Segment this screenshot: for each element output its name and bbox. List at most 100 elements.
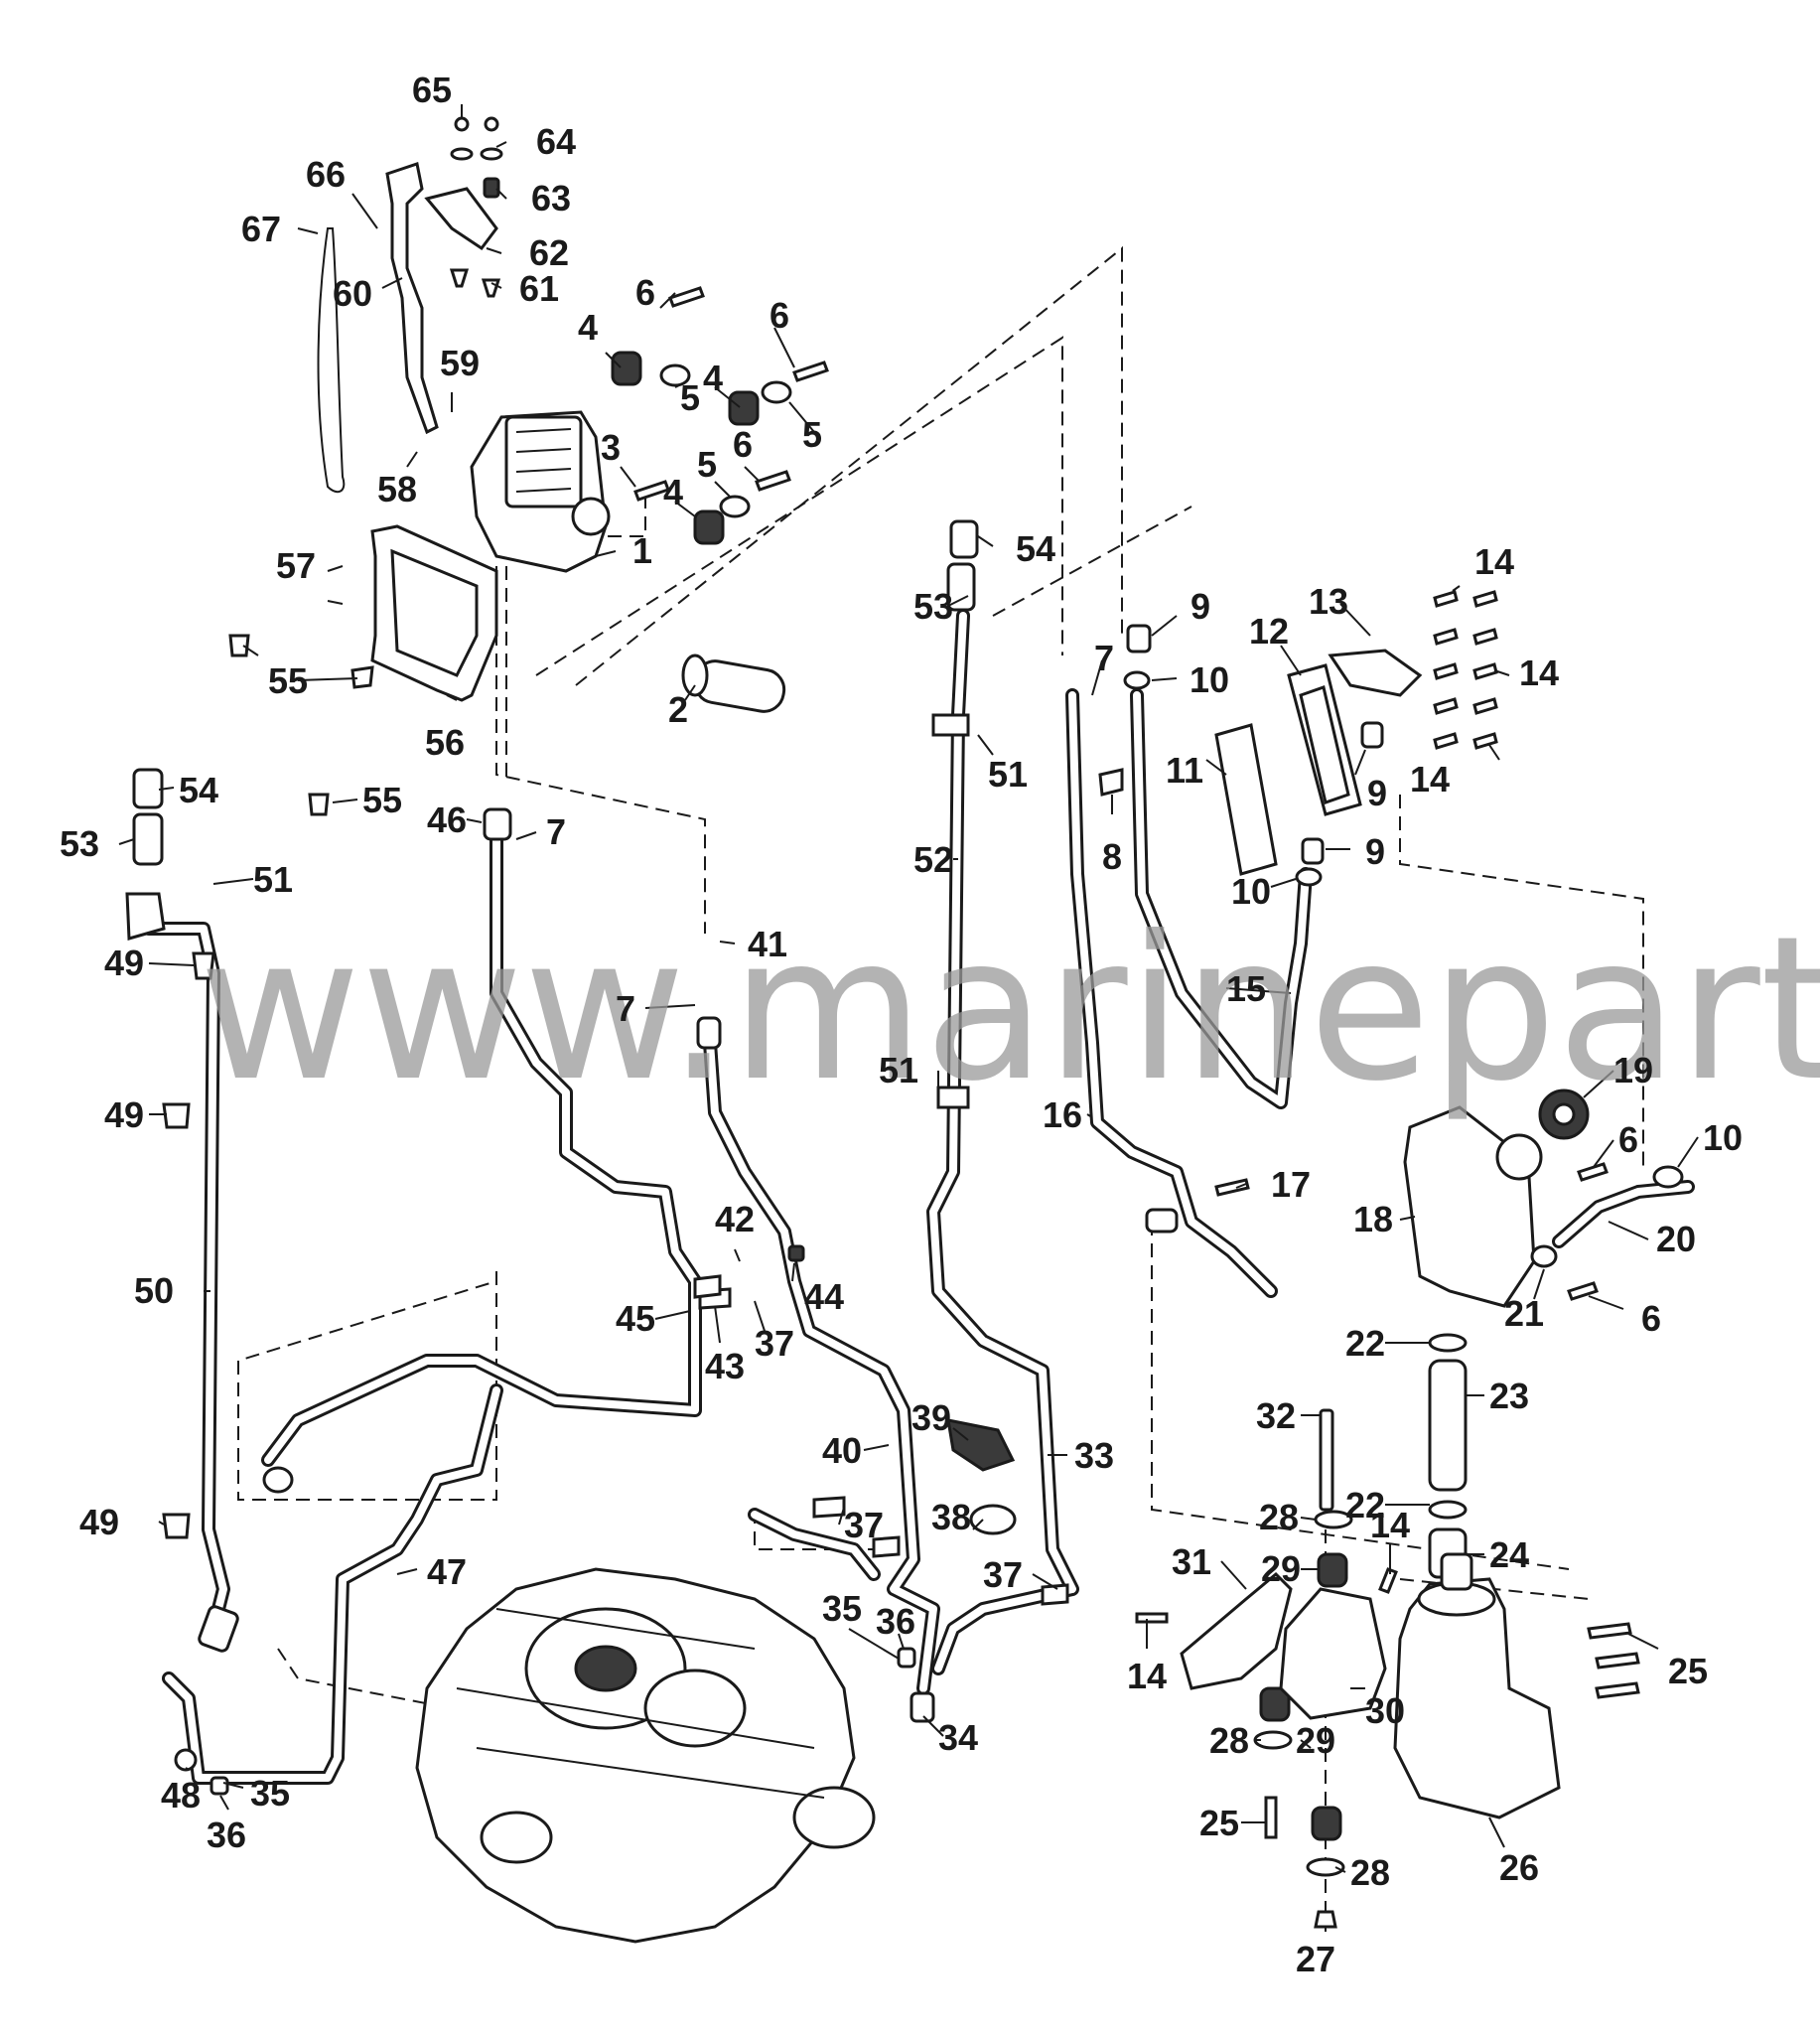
callouts: 65 64 63 62 61 66 67 60 59 58 6 6 4 5 4 … [60, 70, 1743, 1979]
callout: 4 [663, 472, 683, 512]
callout: 51 [988, 754, 1028, 795]
callout: 6 [1641, 1298, 1661, 1339]
callout: 14 [1519, 653, 1559, 693]
callout: 61 [519, 268, 559, 309]
callout: 64 [536, 121, 576, 162]
callout: 28 [1350, 1852, 1390, 1893]
callout: 53 [60, 823, 99, 864]
callout: 39 [911, 1397, 951, 1438]
callout: 23 [1489, 1376, 1529, 1416]
fluid-reservoir [1403, 1105, 1543, 1308]
callout: 17 [1271, 1164, 1311, 1205]
callout: 9 [1190, 586, 1210, 627]
callout: 53 [913, 586, 953, 627]
engine-housing [415, 1567, 876, 1944]
leader-lines [118, 104, 1699, 1932]
callout: 56 [425, 722, 465, 763]
callout: 34 [938, 1717, 978, 1758]
callout: 6 [635, 272, 655, 313]
callout: 24 [1489, 1534, 1529, 1575]
callout: 35 [822, 1588, 862, 1629]
throttle-lever [385, 162, 439, 435]
callout: 58 [377, 469, 417, 509]
callout: 50 [134, 1270, 174, 1311]
callout: 41 [748, 924, 787, 964]
callout: 8 [1102, 836, 1122, 877]
pump-motor [1393, 1552, 1561, 1819]
callout: 54 [1016, 528, 1055, 569]
callout: 51 [879, 1050, 918, 1090]
callout: 28 [1259, 1497, 1299, 1537]
callout: 29 [1261, 1548, 1301, 1589]
callout: 11 [1166, 750, 1203, 791]
callout: 42 [715, 1199, 755, 1239]
callout: 7 [616, 988, 635, 1029]
parts [125, 116, 1684, 1944]
callout: 15 [1226, 968, 1266, 1009]
callout: 65 [412, 70, 452, 110]
mounting-frame [370, 524, 498, 702]
callout: 18 [1353, 1199, 1393, 1239]
callout: 36 [207, 1815, 246, 1855]
callout: 36 [876, 1601, 915, 1642]
callout: 55 [362, 780, 402, 820]
callout: 1 [632, 530, 652, 571]
callout: 33 [1074, 1435, 1114, 1476]
cooler-cover [1287, 663, 1362, 816]
callout: 54 [179, 770, 218, 810]
callout: 5 [680, 377, 700, 418]
callout: 10 [1703, 1117, 1743, 1158]
callout: 3 [601, 427, 621, 468]
callout: 9 [1365, 831, 1385, 872]
callout: 29 [1296, 1720, 1335, 1761]
lever-bracket [424, 187, 498, 251]
callout: 46 [427, 799, 467, 840]
callout: 35 [250, 1773, 290, 1814]
callout: 27 [1296, 1939, 1335, 1979]
callout: 9 [1367, 773, 1387, 813]
callout: 48 [161, 1775, 201, 1816]
callout: 44 [804, 1276, 844, 1317]
callout: 5 [802, 414, 822, 455]
control-module [470, 410, 611, 573]
filter-cylinder [681, 654, 786, 713]
callout: 62 [529, 232, 569, 273]
callout: 38 [931, 1497, 971, 1537]
callout: 22 [1345, 1323, 1385, 1364]
callout: 57 [276, 545, 316, 586]
callout: 7 [1094, 638, 1114, 678]
callout: 43 [705, 1346, 745, 1386]
callout: 6 [770, 295, 789, 336]
callout: 49 [104, 943, 144, 983]
callout: 12 [1249, 611, 1289, 652]
callout: 2 [668, 689, 688, 730]
callout: 63 [531, 178, 571, 218]
callout: 28 [1209, 1720, 1249, 1761]
callout: 19 [1613, 1050, 1653, 1090]
callout: 26 [1499, 1847, 1539, 1888]
callout: 4 [578, 307, 598, 348]
callout: 37 [983, 1554, 1023, 1595]
callout: 14 [1370, 1505, 1410, 1545]
screws-14 [1433, 590, 1498, 750]
callout: 21 [1504, 1293, 1544, 1334]
callout: 37 [844, 1505, 884, 1545]
callout: 40 [822, 1430, 862, 1471]
callout: 10 [1231, 871, 1271, 912]
callout: 6 [1618, 1119, 1638, 1160]
callout: 13 [1309, 581, 1348, 622]
callout: 59 [440, 343, 480, 383]
callout: 10 [1190, 659, 1229, 700]
callout: 14 [1474, 541, 1514, 582]
callout: 6 [733, 424, 753, 465]
callout: 31 [1172, 1541, 1211, 1582]
callout: 25 [1668, 1651, 1708, 1691]
callout: 25 [1199, 1803, 1239, 1843]
callout: 30 [1365, 1690, 1405, 1731]
watermark-text: www.marineparts.eu [199, 894, 1820, 1125]
callout: 5 [697, 444, 717, 485]
callout: 49 [104, 1094, 144, 1135]
callout: 7 [546, 811, 566, 852]
callout: 16 [1043, 1094, 1082, 1135]
